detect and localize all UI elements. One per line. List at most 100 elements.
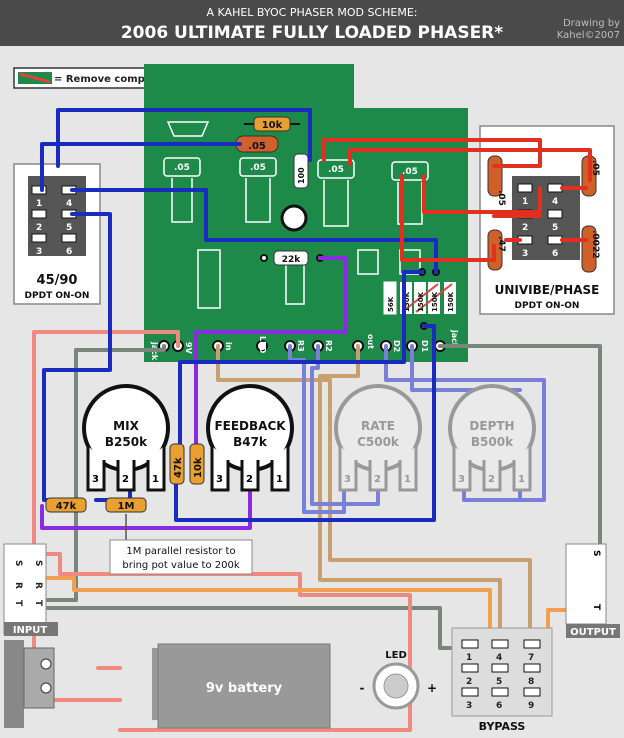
svg-text:9v battery: 9v battery (206, 681, 283, 696)
pad-d1: D1 (420, 340, 429, 353)
pad-9v: 9V (184, 342, 193, 355)
svg-text:2: 2 (466, 677, 472, 687)
pcb-board: .05 .05 .05 .05 56K 150K 150K 150K 150K (144, 64, 468, 362)
switch-univibe-phase[interactable]: 1 2 3 4 5 6 .05 .05 .47 .0022 UNIVIBE/PH… (479, 125, 615, 315)
pot-mix[interactable]: MIX B250k 3 2 1 (82, 384, 170, 492)
svg-text:2: 2 (522, 223, 528, 233)
board-cap-4: .05 (402, 167, 418, 177)
input-jack[interactable]: INPUT S R T S R T (3, 543, 58, 728)
svg-text:DEPTH: DEPTH (469, 419, 514, 433)
board-cap-1: .05 (174, 163, 190, 173)
board-res-150k-4: 150K (447, 291, 455, 312)
svg-text:2: 2 (122, 474, 129, 485)
svg-text:22k: 22k (282, 255, 302, 265)
svg-text:3: 3 (458, 474, 465, 485)
switch-left-subtitle: DPDT ON-ON (25, 291, 90, 301)
svg-text:7: 7 (528, 653, 534, 663)
pad-jack-right: jack (450, 329, 459, 349)
svg-text:6: 6 (552, 249, 558, 259)
pot-rate[interactable]: RATE C500k 3 2 1 (334, 384, 422, 492)
svg-text:bring pot value to 200k: bring pot value to 200k (122, 560, 239, 571)
resistor-47k-feedback: 47k (169, 443, 185, 485)
svg-text:1: 1 (522, 197, 528, 207)
resistor-47k-mix: 47k (45, 497, 87, 513)
switch-45-90[interactable]: 1 2 3 4 5 6 45/90 DPDT ON-ON (13, 163, 101, 305)
svg-text:-: - (360, 681, 365, 695)
svg-text:C500k: C500k (357, 435, 400, 449)
svg-text:.05: .05 (590, 160, 600, 176)
credit-line-1: Drawing by (563, 18, 620, 29)
board-resistor-100: 100 (293, 153, 309, 189)
svg-text:8: 8 (528, 677, 534, 687)
switch-right-subtitle: DPDT ON-ON (515, 301, 580, 311)
resistor-note: 1M parallel resistor to bring pot value … (109, 514, 253, 575)
svg-text:5: 5 (496, 677, 502, 687)
svg-text:1: 1 (36, 199, 42, 209)
svg-text:9: 9 (528, 701, 534, 711)
svg-text:T: T (13, 600, 23, 607)
svg-text:1: 1 (466, 653, 472, 663)
svg-text:.47: .47 (496, 236, 506, 252)
battery-9v: 9v battery (152, 643, 331, 729)
board-res-56k: 56K (387, 296, 395, 312)
pad-out: out (366, 334, 375, 349)
svg-text:B47k: B47k (233, 435, 268, 449)
svg-text:RATE: RATE (361, 419, 395, 433)
svg-text:S: S (33, 560, 43, 566)
svg-text:2: 2 (374, 474, 381, 485)
svg-text:3: 3 (344, 474, 351, 485)
svg-text:5: 5 (552, 223, 558, 233)
bypass-switch[interactable]: 1 4 7 2 5 8 3 6 9 BYPASS (451, 627, 553, 733)
led-indicator: LED - + (360, 650, 437, 710)
svg-text:MIX: MIX (113, 419, 139, 433)
svg-text:BYPASS: BYPASS (479, 720, 526, 733)
svg-text:3: 3 (92, 474, 99, 485)
svg-text:.0022: .0022 (590, 230, 600, 258)
header-title: 2006 ULTIMATE FULLY LOADED PHASER* (121, 23, 503, 43)
svg-text:5: 5 (66, 223, 72, 233)
svg-text:3: 3 (36, 247, 42, 257)
svg-text:6: 6 (66, 247, 72, 257)
pad-r3: R3 (296, 340, 305, 352)
svg-text:FEEDBACK: FEEDBACK (214, 419, 286, 433)
output-jack[interactable]: OUTPUT S T (565, 543, 620, 638)
pot-feedback[interactable]: FEEDBACK B47k 3 2 1 (206, 384, 294, 492)
pot-depth[interactable]: DEPTH B500k 3 2 1 (448, 384, 536, 492)
credit-line-2: Kahel©2007 (557, 30, 620, 41)
svg-text:T: T (591, 604, 601, 611)
svg-text:1: 1 (518, 474, 525, 485)
board-cap-3: .05 (328, 165, 344, 175)
svg-text:3: 3 (466, 701, 472, 711)
board-resistor-10k: 10k (244, 116, 300, 132)
svg-text:3: 3 (522, 249, 528, 259)
resistor-1m: 1M (105, 497, 147, 513)
svg-text:1M: 1M (118, 501, 135, 512)
svg-text:B250k: B250k (105, 435, 148, 449)
svg-text:6: 6 (496, 701, 502, 711)
header-subtitle: A KAHEL BYOC PHASER MOD SCHEME: (207, 6, 418, 19)
svg-text:+: + (427, 681, 437, 695)
svg-text:OUTPUT: OUTPUT (570, 627, 616, 638)
switch-left-title: 45/90 (37, 273, 78, 288)
svg-text:S: S (13, 560, 23, 566)
svg-text:4: 4 (552, 197, 558, 207)
svg-text:4: 4 (496, 653, 502, 663)
svg-text:R: R (13, 582, 23, 589)
svg-text:R: R (33, 582, 43, 589)
svg-text:4: 4 (66, 199, 72, 209)
svg-text:10k: 10k (193, 457, 204, 478)
svg-text:2: 2 (246, 474, 253, 485)
svg-text:1: 1 (152, 474, 159, 485)
pad-in: in (224, 342, 233, 351)
switch-right-title: UNIVIBE/PHASE (495, 283, 600, 297)
svg-text:.05: .05 (496, 190, 506, 206)
svg-text:1: 1 (276, 474, 283, 485)
svg-text:T: T (33, 600, 43, 607)
board-cap-removed: .05 (235, 135, 279, 153)
svg-text:100: 100 (297, 167, 306, 184)
header-bar (0, 0, 624, 46)
svg-text:47k: 47k (56, 501, 77, 512)
svg-text:1M parallel resistor to: 1M parallel resistor to (126, 546, 235, 557)
svg-text:LED: LED (385, 650, 407, 661)
